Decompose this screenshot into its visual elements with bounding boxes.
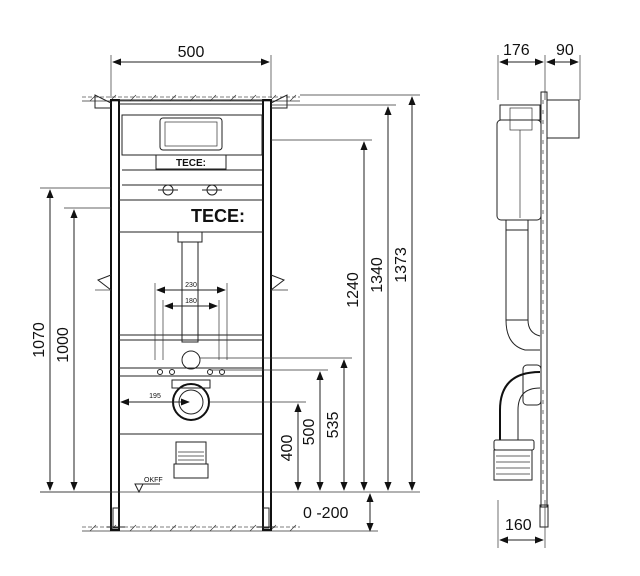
dim-label-195: 195 <box>149 393 161 400</box>
okff-marker: OKFF <box>134 477 163 494</box>
cistern: TECE: <box>121 114 263 186</box>
tece-logo: TECE: <box>191 206 245 226</box>
dim-height-1340: 1340 <box>271 104 396 491</box>
dim-label-1000: 1000 <box>55 327 72 363</box>
dim-label-160: 160 <box>505 517 532 534</box>
drain-bend <box>173 441 209 479</box>
dim-depth-176-90: 176 90 <box>497 42 581 100</box>
dim-width-500: 500 <box>110 44 272 98</box>
side-cistern <box>496 104 542 231</box>
dim-height-1373: 1373 <box>300 94 420 491</box>
mounting-crossbars <box>119 334 263 377</box>
dim-spacing-180: 180 <box>162 298 220 360</box>
dim-height-1000: 1000 <box>55 207 111 491</box>
dim-label-90: 90 <box>556 42 574 59</box>
drain-connection <box>171 379 211 421</box>
dim-base-160: 160 <box>497 500 546 548</box>
dim-height-400: 400 <box>209 401 306 491</box>
okff-label: OKFF <box>144 477 163 484</box>
dim-label-1340: 1340 <box>369 257 386 293</box>
dim-label-500-height: 500 <box>301 419 318 446</box>
water-valves <box>158 184 222 196</box>
dim-label-1373: 1373 <box>393 247 410 283</box>
side-frame-rail <box>540 91 548 508</box>
dim-label-floor-range: 0 -200 <box>303 505 348 522</box>
dim-label-230: 230 <box>185 282 197 289</box>
top-wall-brackets <box>94 94 288 109</box>
side-wall-block <box>546 99 580 139</box>
dim-height-1240: 1240 <box>271 139 372 491</box>
dim-label-176: 176 <box>503 42 530 59</box>
dim-label-535: 535 <box>325 412 342 439</box>
dim-height-1070: 1070 <box>31 187 111 493</box>
mid-brackets <box>95 274 288 291</box>
dim-spacing-230: 230 <box>154 282 228 360</box>
dim-label-180: 180 <box>185 298 197 305</box>
dim-offset-195: 195 <box>120 393 190 406</box>
dim-label-500-top: 500 <box>178 44 205 61</box>
dim-label-1070: 1070 <box>31 322 48 358</box>
side-drain-elbow <box>493 364 542 481</box>
side-view: 176 90 <box>493 42 581 548</box>
dim-height-535: 535 <box>200 357 352 491</box>
dim-label-400: 400 <box>279 435 296 462</box>
front-view: TECE: TECE: <box>31 44 420 532</box>
panel-logo: TECE: <box>176 158 206 169</box>
dim-label-1240: 1240 <box>345 272 362 308</box>
frame-uprights <box>110 99 272 531</box>
frame-feet <box>107 507 275 529</box>
dim-floor-range: 0 -200 <box>300 493 378 532</box>
dim-height-500: 500 <box>210 369 328 491</box>
water-inlet <box>181 350 201 370</box>
side-flush-pipe <box>505 229 541 351</box>
side-foot <box>539 504 549 528</box>
